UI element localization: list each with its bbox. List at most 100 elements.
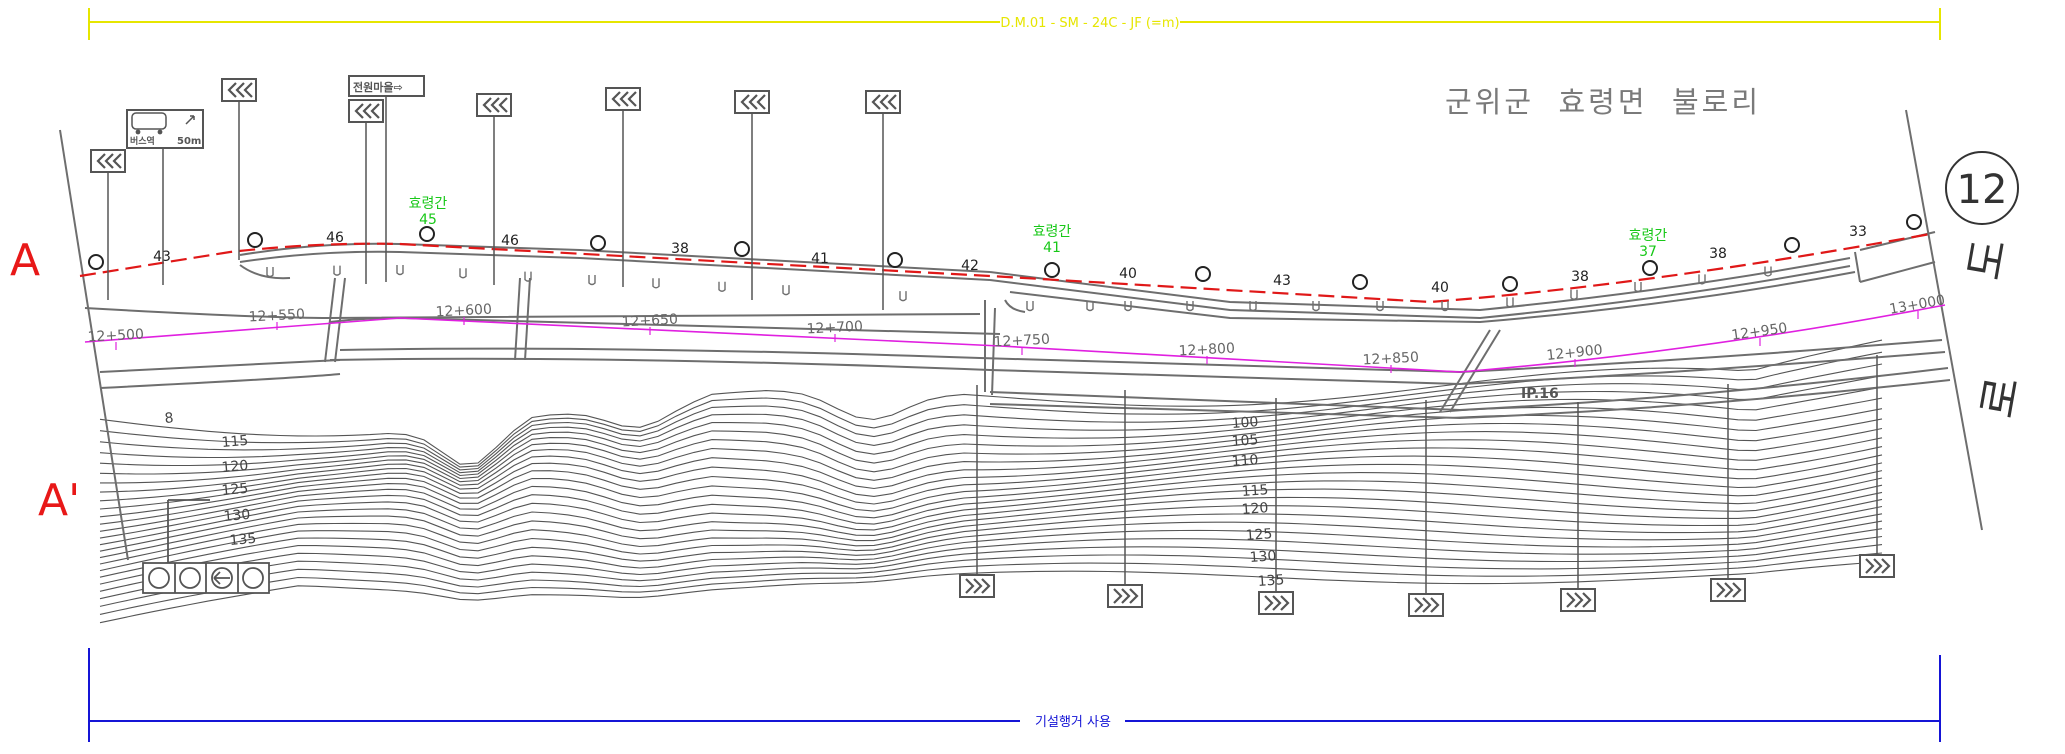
contour-line	[99, 454, 1883, 525]
contour-elevation-label: 8	[164, 410, 174, 427]
ditch-symbol	[1506, 297, 1514, 308]
station-label: 12+750	[993, 332, 1050, 351]
route-number-circle	[1945, 151, 2019, 225]
contour-line	[99, 386, 1883, 477]
contour-line	[99, 462, 1883, 532]
ditch-symbol	[266, 267, 274, 278]
signal-sign	[142, 499, 270, 594]
bottom-dimension-label: 기설행거 사용	[1035, 714, 1111, 730]
ditch-symbol	[718, 281, 726, 292]
delineator-circle	[88, 254, 104, 270]
green-label-number: 45	[419, 212, 437, 228]
spacing-label: 33	[1849, 224, 1867, 240]
delineator-circle	[247, 232, 263, 248]
spacing-label: 46	[326, 230, 344, 246]
spacing-label: 46	[501, 233, 519, 249]
contour-line	[99, 363, 1883, 471]
chevron-sign-right	[1710, 384, 1746, 602]
contour-elevation-label: 110	[1231, 452, 1259, 470]
chevron-sign-left	[476, 93, 512, 285]
contour-line	[99, 397, 1883, 480]
contour-line	[99, 552, 1883, 615]
contour-line	[99, 544, 1883, 607]
delineator-circle	[590, 235, 606, 251]
contour-elevation-label: 120	[221, 458, 249, 476]
contour-line	[99, 418, 1883, 493]
station-label: 12+900	[1546, 342, 1604, 364]
station-label: 12+700	[806, 319, 863, 338]
contour-elevation-label: 130	[1249, 548, 1277, 566]
road-char-2: 로	[1972, 373, 2029, 422]
contour-line	[99, 437, 1883, 510]
contour-line	[99, 513, 1883, 578]
contour-elevation-label: 105	[1231, 432, 1259, 450]
contour-line	[99, 520, 1883, 585]
delineator-circle	[1906, 214, 1922, 230]
delineator-circle	[1352, 274, 1368, 290]
bottom-chevron-signs	[959, 355, 1895, 617]
green-label-number: 41	[1043, 240, 1061, 256]
village-sign-label: 전원마을⇨	[353, 80, 403, 94]
ditch-symbol	[1124, 301, 1132, 312]
ditch-symbol	[1441, 301, 1449, 312]
spacing-label: 43	[153, 249, 171, 265]
station-label: 12+650	[621, 312, 678, 331]
contour-line	[99, 446, 1883, 518]
spacing-label: 41	[811, 251, 829, 267]
delineator-circle	[419, 226, 435, 242]
contour-line	[99, 477, 1883, 546]
ditch-symbol	[588, 274, 596, 286]
chevron-sign-left	[605, 87, 641, 287]
ditch-symbol	[1249, 301, 1257, 312]
bottom-dimension	[88, 648, 1941, 742]
route-number: 12	[1957, 167, 2008, 213]
contour-elevation-label: 130	[223, 507, 251, 525]
spacing-label: 38	[1571, 269, 1589, 285]
spacing-label: 40	[1431, 280, 1449, 296]
green-label-name: 효령간	[409, 196, 448, 212]
section-marker-bottom: A'	[38, 475, 80, 526]
station-label: 12+800	[1178, 341, 1235, 360]
spacing-label: 38	[671, 241, 689, 257]
chevron-sign-right	[1408, 400, 1444, 617]
chevron-sign-right	[1258, 398, 1294, 615]
bus-sign-distance: 50m	[177, 136, 201, 147]
chevron-sign-right	[1560, 402, 1596, 612]
contour-elevation-label: 120	[1241, 500, 1269, 518]
contour-elevation-label: 115	[1241, 482, 1269, 500]
ditch-symbol	[1312, 301, 1320, 312]
intersection-label: IP.16	[1521, 386, 1559, 402]
location-text: 군위군 효령면 불로리	[1445, 85, 1761, 119]
contour-elevation-label: 100	[1231, 414, 1259, 432]
contour-line	[100, 408, 1883, 484]
ditch-symbol	[1026, 301, 1034, 312]
contour-line	[99, 427, 1883, 502]
delineator-circle	[1044, 262, 1060, 278]
green-label-number: 37	[1639, 244, 1657, 260]
delineator-circle	[1642, 260, 1658, 276]
road-char-1: 도	[1959, 235, 2016, 284]
ditch-symbol	[396, 265, 404, 276]
contour-line	[99, 535, 1883, 600]
ditch-symbol	[524, 271, 532, 282]
contour-line	[99, 498, 1883, 565]
station-label: 12+500	[87, 327, 144, 346]
contour-elevation-label: 115	[221, 433, 249, 451]
contour-line	[99, 491, 1883, 559]
ditch-symbol	[1086, 301, 1094, 312]
green-label-name: 효령간	[1629, 228, 1668, 244]
ditch-symbol	[1634, 282, 1642, 293]
contour-elevation-label: 125	[221, 481, 249, 499]
contour-line	[99, 505, 1883, 572]
chevron-sign-left	[90, 149, 126, 300]
section-marker-top: A	[10, 235, 40, 286]
delineator-circle	[1502, 276, 1518, 292]
ditch-symbol	[1186, 301, 1194, 312]
contour-line	[99, 339, 1883, 465]
contour-elevation-label: 135	[1257, 572, 1285, 590]
station-label: 12+550	[248, 307, 305, 326]
